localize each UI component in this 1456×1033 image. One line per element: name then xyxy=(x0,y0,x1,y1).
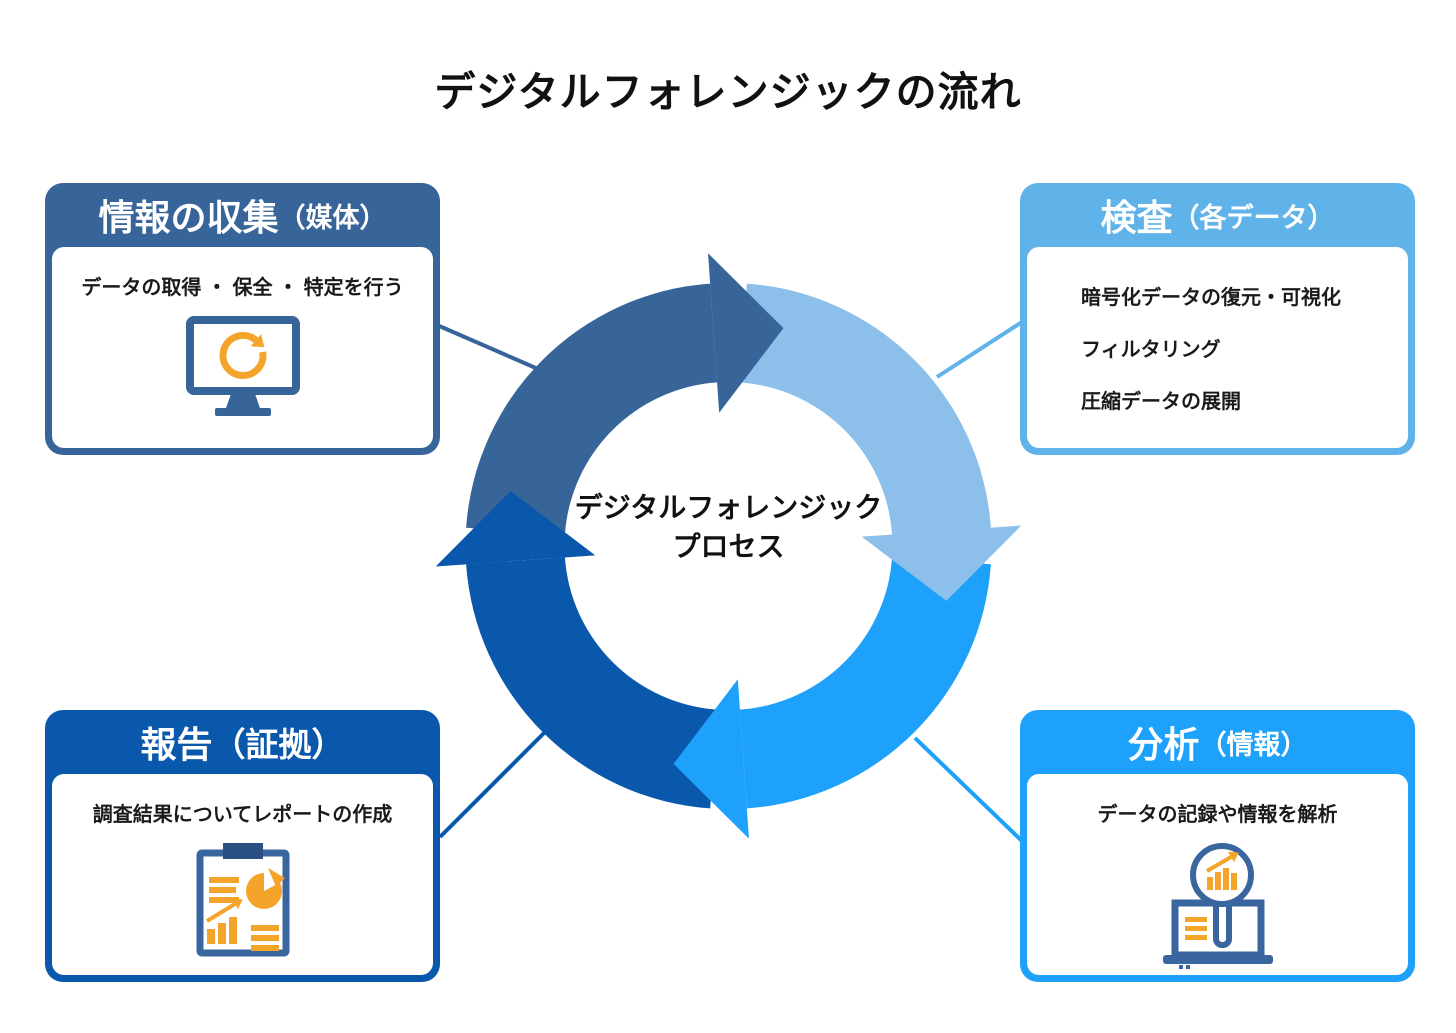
cycle-center-label: デジタルフォレンジック プロセス xyxy=(528,489,929,566)
card-report-header: 報告（証拠） xyxy=(45,710,440,774)
arrowhead-left-icon xyxy=(435,491,596,567)
monitor-refresh-icon xyxy=(184,314,302,427)
card-inspection-subtitle: （各データ） xyxy=(1172,202,1335,233)
card-analysis-body: データの記録や情報を解析 xyxy=(1027,774,1408,975)
connector-inspection xyxy=(935,318,1027,379)
laptop-magnifier-icon xyxy=(1159,841,1277,974)
card-analysis: 分析（情報） データの記録や情報を解析 xyxy=(1020,710,1415,982)
connector-report xyxy=(438,727,550,839)
card-analysis-title: 分析 xyxy=(1127,724,1200,765)
cycle-arc-collection xyxy=(466,283,718,535)
card-collection: 情報の収集（媒体） データの取得 ・ 保全 ・ 特定を行う xyxy=(45,183,440,455)
cycle-arc-analysis xyxy=(739,557,991,809)
cycle-arc-inspection xyxy=(739,283,991,535)
inspection-item: 暗号化データの復元・可視化 xyxy=(1081,287,1341,309)
card-inspection-title: 検査 xyxy=(1100,197,1173,238)
arrowhead-right-icon xyxy=(861,525,1022,601)
card-report-text: 調査結果についてレポートの作成 xyxy=(92,804,393,826)
card-inspection-header: 検査（各データ） xyxy=(1020,183,1415,247)
arrowhead-top-icon xyxy=(708,253,784,413)
cycle-center-line1: デジタルフォレンジック xyxy=(574,492,883,523)
card-report: 報告（証拠） 調査結果についてレポートの作成 xyxy=(45,710,440,982)
card-report-subtitle: （証拠） xyxy=(212,726,345,763)
card-analysis-text: データの記録や情報を解析 xyxy=(1097,804,1338,826)
cycle-center-line2: プロセス xyxy=(672,530,785,562)
card-report-body: 調査結果についてレポートの作成 xyxy=(52,774,433,975)
card-collection-text: データの取得 ・ 保全 ・ 特定を行う xyxy=(81,277,404,299)
card-collection-body: データの取得 ・ 保全 ・ 特定を行う xyxy=(52,247,433,448)
inspection-item: フィルタリング xyxy=(1081,339,1221,361)
page-title: デジタルフォレンジックの流れ xyxy=(434,69,1022,115)
card-report-title: 報告 xyxy=(140,724,213,765)
card-analysis-header: 分析（情報） xyxy=(1020,710,1415,774)
card-inspection-body: 暗号化データの復元・可視化 フィルタリング 圧縮データの展開 xyxy=(1027,247,1408,448)
connector-collection xyxy=(436,323,546,374)
card-collection-header: 情報の収集（媒体） xyxy=(45,183,440,247)
arrowhead-bottom-icon xyxy=(673,679,749,839)
clipboard-report-icon xyxy=(193,841,293,964)
cycle-arc-report xyxy=(466,557,718,809)
connector-analysis xyxy=(913,736,1024,843)
card-collection-title: 情報の収集 xyxy=(98,197,279,238)
inspection-item: 圧縮データの展開 xyxy=(1081,391,1241,413)
card-inspection: 検査（各データ） 暗号化データの復元・可視化 フィルタリング 圧縮データの展開 xyxy=(1020,183,1415,455)
card-collection-subtitle: （媒体） xyxy=(278,202,387,233)
card-analysis-subtitle: （情報） xyxy=(1199,729,1308,760)
